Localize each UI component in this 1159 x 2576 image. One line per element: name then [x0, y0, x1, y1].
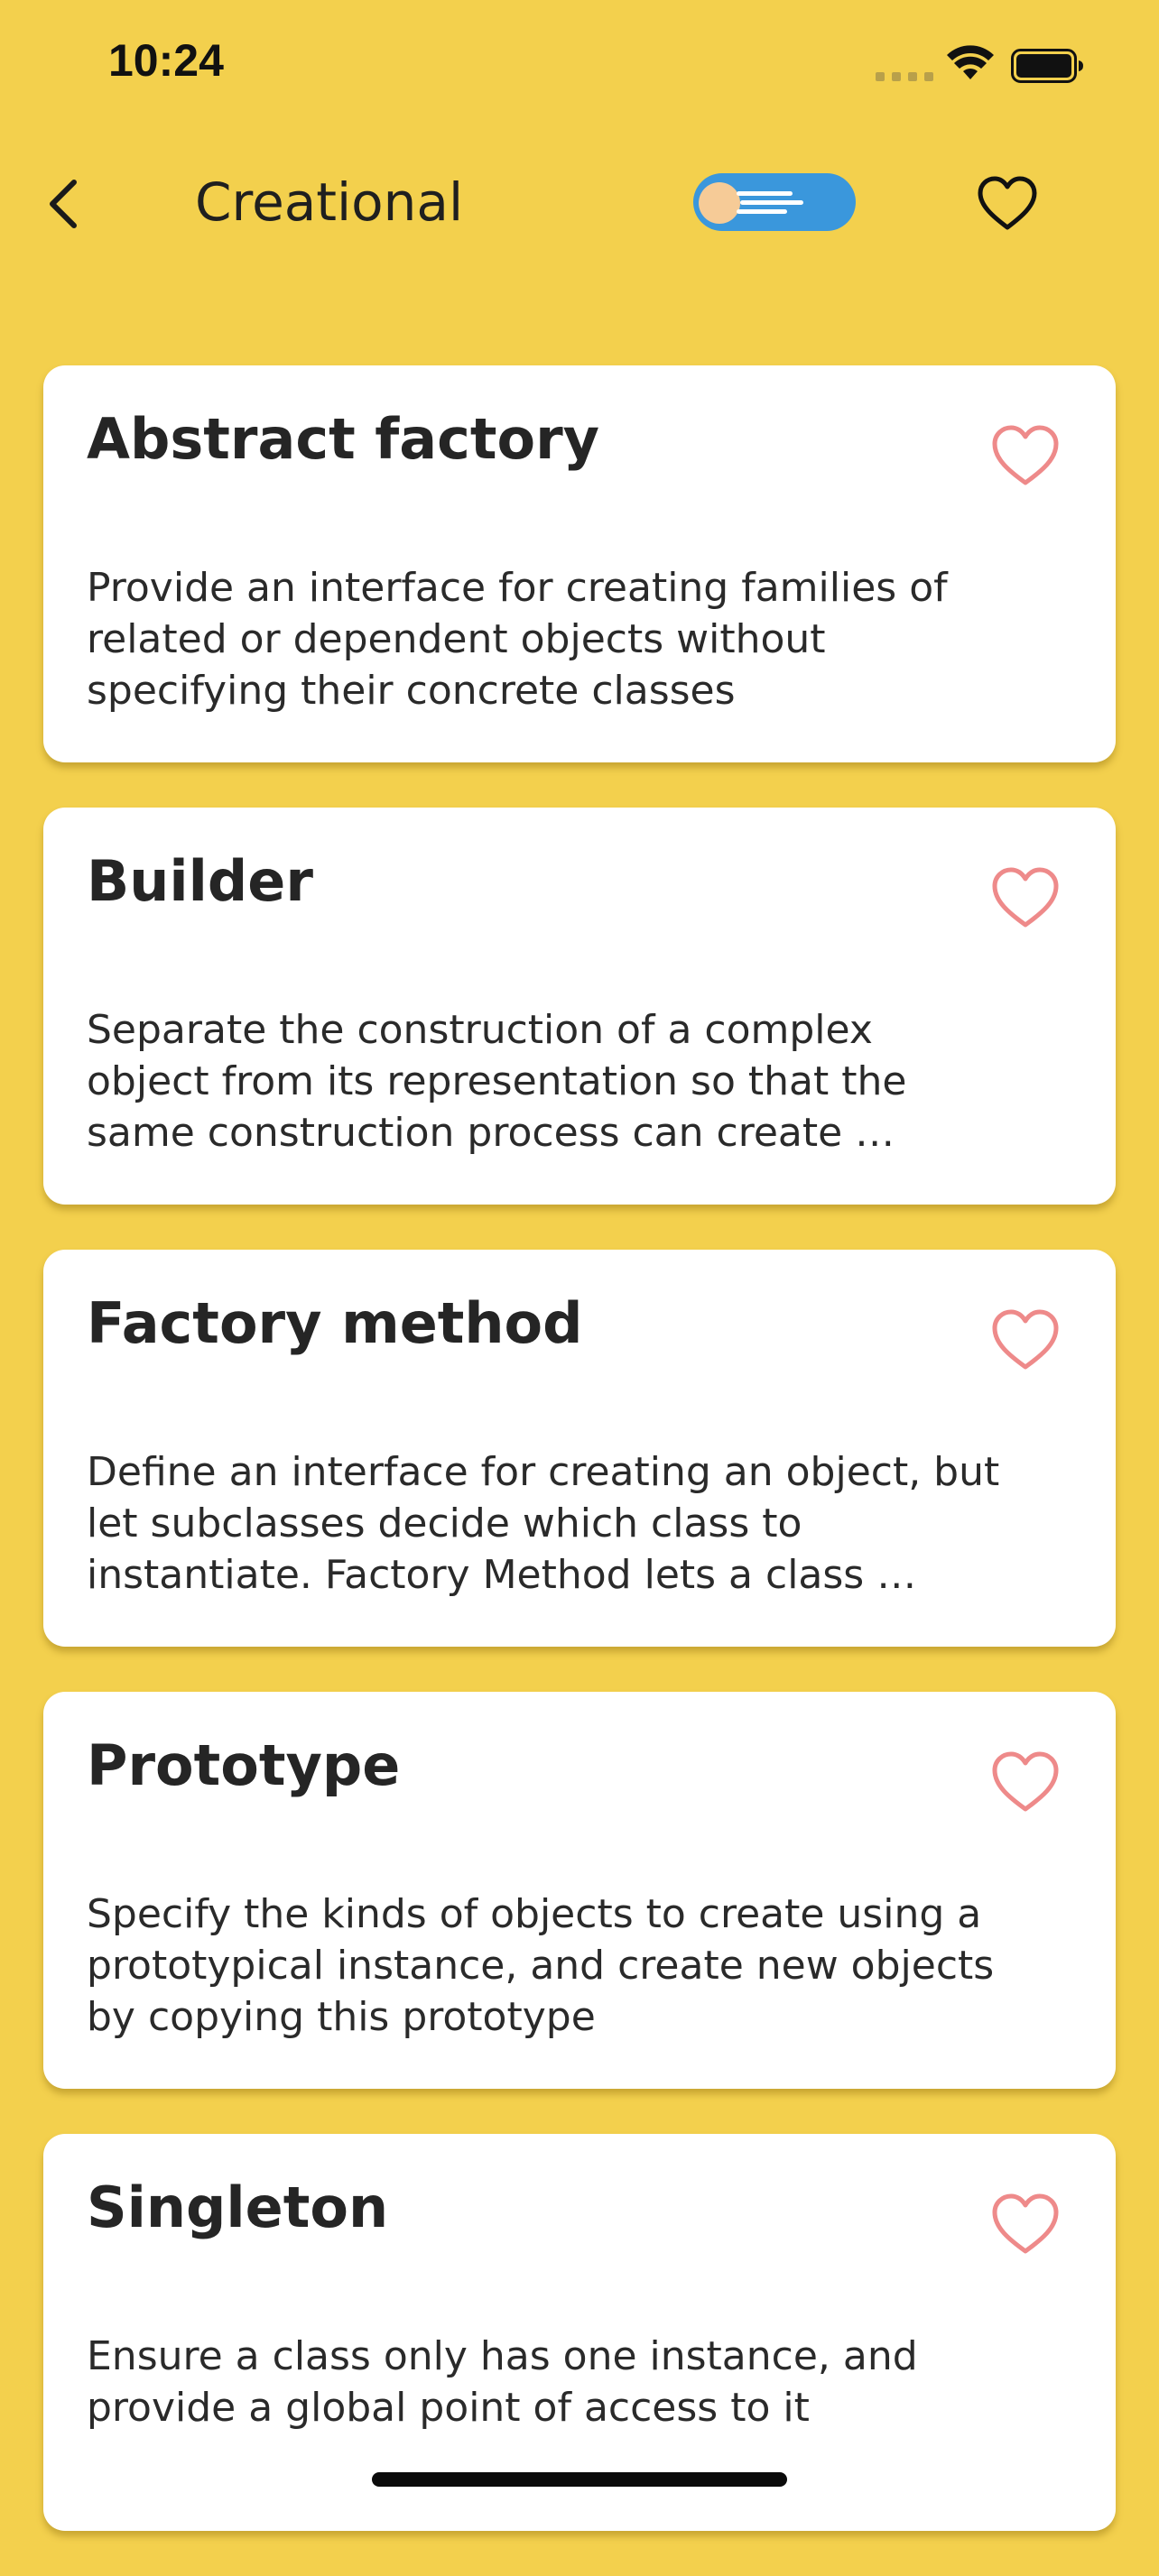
pattern-title: Factory method: [87, 1290, 583, 1356]
status-time: 10:24: [108, 35, 224, 86]
wifi-icon: [947, 45, 994, 79]
page-title: Creational: [195, 171, 464, 233]
pattern-title: Singleton: [87, 2174, 389, 2240]
pattern-card-builder[interactable]: Builder Separate the construction of a c…: [43, 808, 1116, 1205]
pattern-title: Abstract factory: [87, 406, 600, 472]
heart-outline-icon[interactable]: [989, 862, 1062, 934]
status-bar: 10:24: [0, 0, 1159, 135]
pattern-title: Builder: [87, 848, 313, 914]
cellular-signal-icon: [876, 72, 933, 81]
chevron-left-icon: [50, 180, 77, 228]
pattern-description: Specify the kinds of objects to create u…: [87, 1891, 995, 2040]
pattern-card-abstract-factory[interactable]: Abstract factory Provide an interface fo…: [43, 365, 1116, 762]
pattern-list: Abstract factory Provide an interface fo…: [43, 365, 1116, 2576]
pattern-description: Ensure a class only has one instance, an…: [87, 2333, 918, 2431]
theme-toggle[interactable]: [693, 173, 856, 231]
heart-outline-icon[interactable]: [989, 2188, 1062, 2260]
back-button[interactable]: [36, 168, 90, 240]
pattern-description: Separate the construction of a complex o…: [87, 1007, 907, 1156]
pattern-card-prototype[interactable]: Prototype Specify the kinds of objects t…: [43, 1692, 1116, 2089]
toggle-streak: [740, 200, 803, 205]
heart-outline-icon[interactable]: [989, 1746, 1062, 1818]
pattern-card-factory-method[interactable]: Factory method Define an interface for c…: [43, 1250, 1116, 1647]
favorites-heart-icon[interactable]: [975, 171, 1040, 236]
toggle-streak: [737, 191, 793, 196]
pattern-title: Prototype: [87, 1732, 401, 1798]
home-indicator: [372, 2472, 787, 2487]
pattern-description: Define an interface for creating an obje…: [87, 1449, 1000, 1598]
pattern-card-singleton[interactable]: Singleton Ensure a class only has one in…: [43, 2134, 1116, 2531]
pattern-description: Provide an interface for creating famili…: [87, 565, 948, 714]
toggle-knob-sun-icon: [699, 182, 740, 224]
heart-outline-icon[interactable]: [989, 420, 1062, 492]
toggle-streak: [737, 209, 787, 214]
battery-icon: [1011, 49, 1083, 83]
heart-outline-icon[interactable]: [989, 1304, 1062, 1376]
navigation-bar: Creational: [0, 135, 1159, 271]
